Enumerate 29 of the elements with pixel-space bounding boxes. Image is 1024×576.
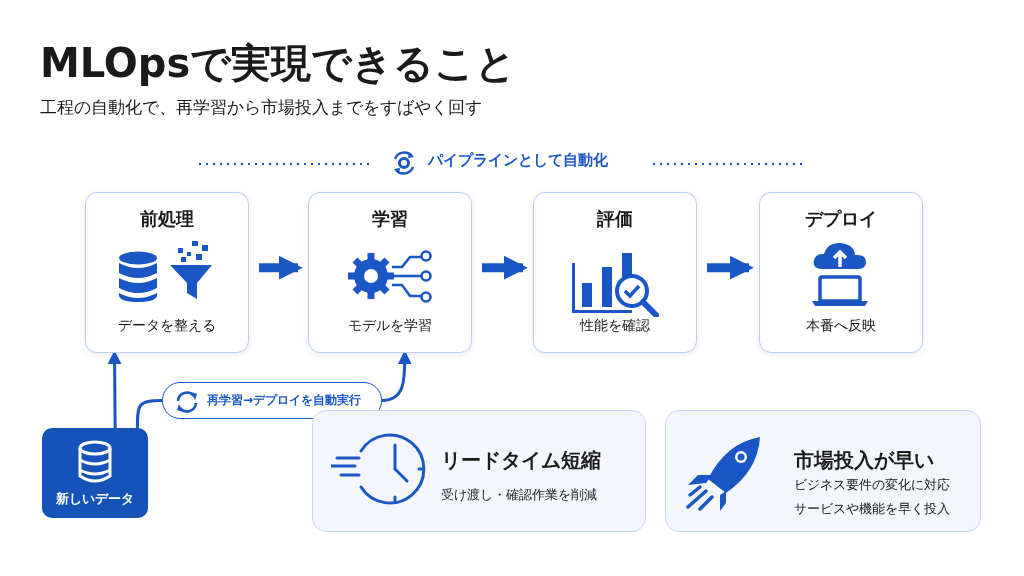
box-label: 新しいデータ bbox=[55, 490, 135, 508]
title: MLOpsで実現できること bbox=[40, 39, 517, 88]
box-caption: データを整える bbox=[117, 317, 217, 335]
section-label: パイプラインとして自動化 bbox=[428, 151, 608, 170]
benefit-card bbox=[312, 410, 646, 532]
box-title: リードタイム短縮 bbox=[441, 447, 601, 474]
box-caption: モデルを学習 bbox=[347, 317, 433, 335]
process-box bbox=[308, 192, 472, 353]
arrow bbox=[259, 255, 303, 280]
process-box bbox=[759, 192, 923, 353]
process-box bbox=[85, 192, 249, 353]
arrow bbox=[482, 255, 528, 280]
subtitle: 工程の自動化で、再学習から市場投入までをすばやく回す bbox=[40, 96, 482, 119]
box-caption: ビジネス要件の変化に対応 bbox=[794, 477, 950, 494]
box-caption: サービスや機能を早く投入 bbox=[794, 501, 950, 518]
box-caption: 本番へ反映 bbox=[805, 317, 877, 335]
benefit-card bbox=[665, 410, 981, 532]
box-title: 市場投入が早い bbox=[794, 447, 934, 474]
automation-pill bbox=[162, 382, 382, 419]
box-caption: 受け渡し・確認作業を削減 bbox=[441, 487, 597, 504]
data-source-box bbox=[42, 428, 148, 518]
box-title: 学習 bbox=[371, 207, 409, 231]
box-title: 前処理 bbox=[139, 207, 195, 231]
box-label: 再学習→デプロイを自動実行 bbox=[207, 392, 362, 409]
box-title: デプロイ bbox=[804, 207, 878, 231]
box-caption: 性能を確認 bbox=[578, 317, 651, 335]
box-title: 評価 bbox=[596, 207, 634, 231]
process-box bbox=[533, 192, 697, 353]
arrow bbox=[707, 255, 754, 280]
